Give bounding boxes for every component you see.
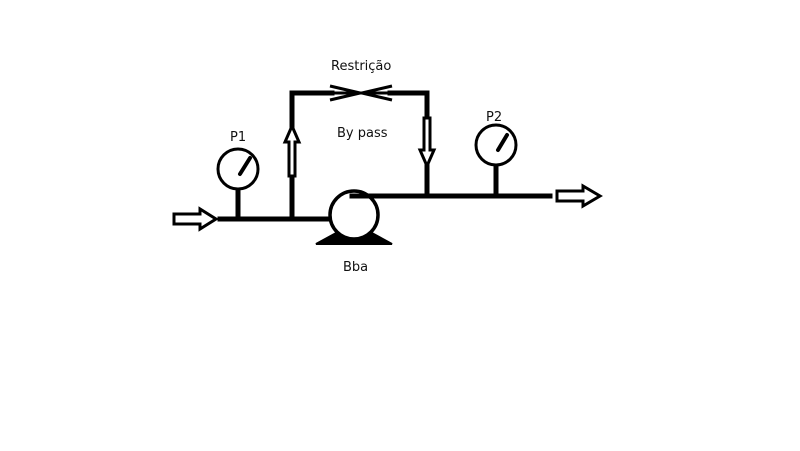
- gauge-p2: [474, 123, 518, 197]
- gauge-p2-needle: [496, 133, 509, 152]
- bypass-up-arrow: [282, 122, 302, 178]
- bypass-down-arrow: [417, 116, 437, 170]
- gauge-p1: [216, 147, 260, 220]
- gauge-p2-dial: [474, 123, 518, 167]
- gauge-p1-dial: [216, 147, 260, 191]
- pump-label: Bba: [343, 260, 368, 275]
- pump-casing: [328, 189, 380, 241]
- restriction-label: Restrição: [331, 59, 391, 74]
- restriction-valve: [329, 84, 393, 102]
- gauge-p2-label: P2: [486, 110, 502, 125]
- outlet-arrow: [555, 183, 603, 209]
- gauge-p1-needle: [238, 156, 252, 176]
- pump: [315, 189, 393, 245]
- bypass-label: By pass: [337, 126, 388, 141]
- inlet-arrow: [172, 206, 219, 232]
- gauge-p1-label: P1: [230, 130, 246, 145]
